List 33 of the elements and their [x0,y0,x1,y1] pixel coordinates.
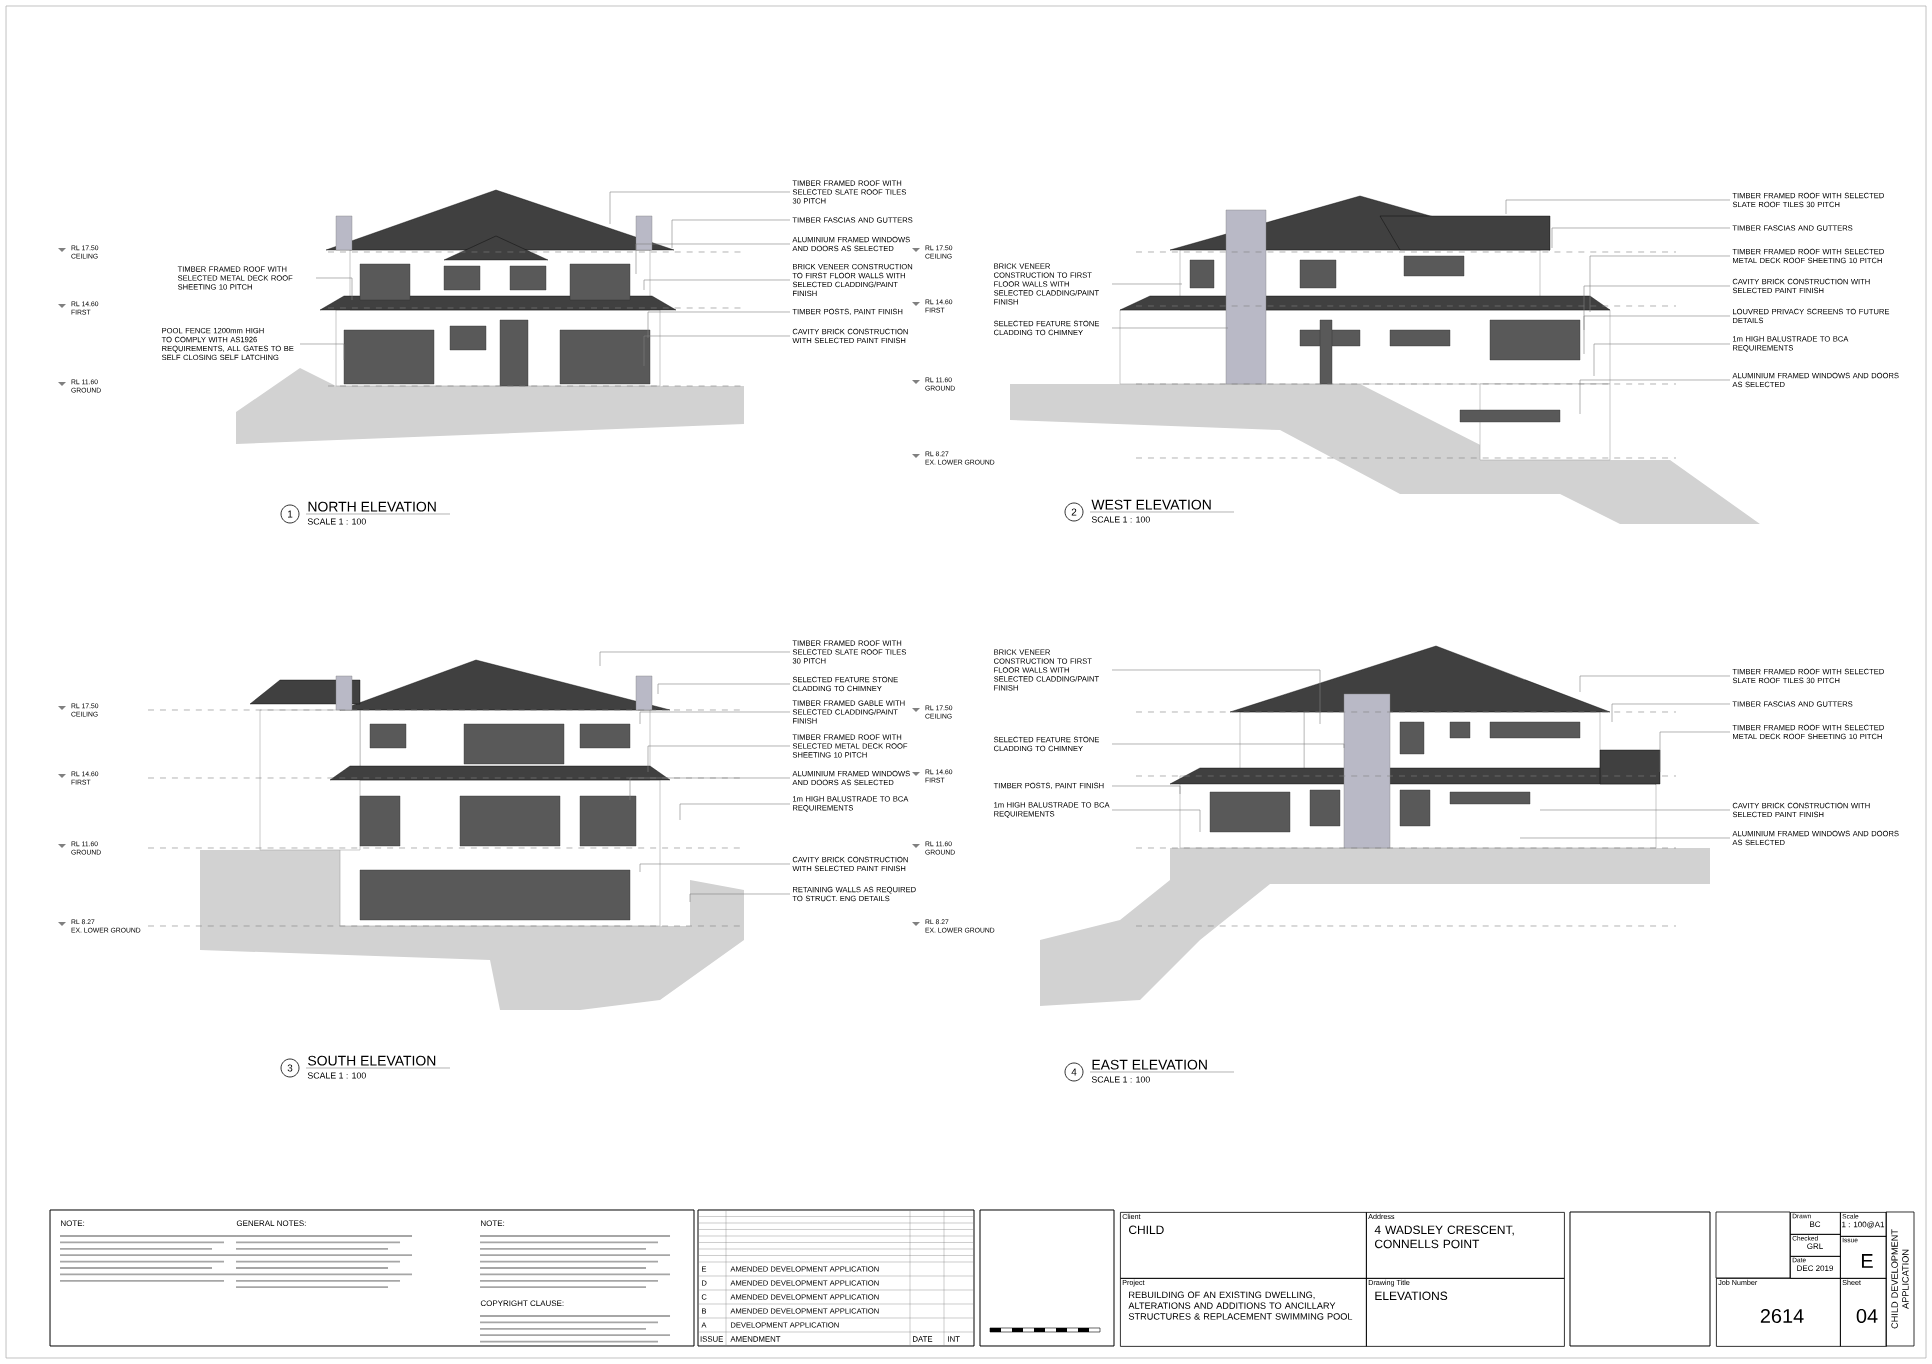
leader-line [629,777,791,801]
leader-line [639,863,791,873]
leader-line [671,219,791,249]
leader-line [1579,675,1731,693]
leader-line [639,711,791,725]
leader-line [1611,703,1731,723]
leader-line [643,335,791,367]
leader-line [1539,809,1731,811]
leader-line [599,651,791,667]
leader-line [1111,743,1345,749]
leader-line [609,191,791,225]
leader-line [1111,669,1321,725]
leader-line [1111,283,1183,285]
leader-line [1111,785,1181,795]
leader-line [1111,809,1201,833]
leader-line [1589,255,1731,313]
leader-line [1519,837,1731,839]
leader-line [657,683,791,695]
leader-line [679,803,791,821]
leader-line [1111,327,1229,329]
leader-line [1593,343,1731,377]
leader-line [1579,379,1731,415]
leader-line [315,277,353,301]
leader-line [299,343,345,361]
leader-line [647,311,791,339]
leader-line [1659,731,1731,773]
leader-line [1505,199,1731,215]
leader-line [1551,227,1731,249]
leader-line [689,893,791,903]
leader-line [647,745,791,773]
leader-line [1583,315,1731,355]
leader-line [635,243,791,275]
leader-line [643,279,791,291]
